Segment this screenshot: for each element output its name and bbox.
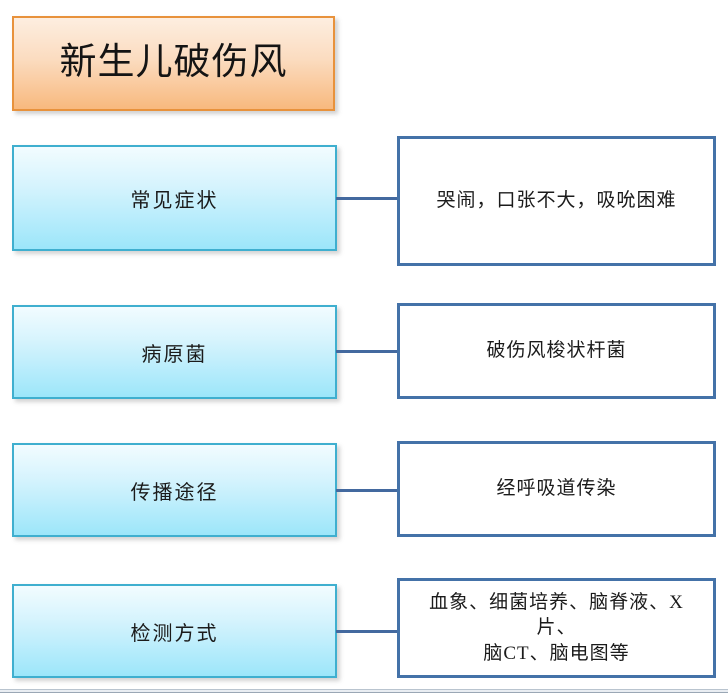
row-3-category-label: 传播途径	[130, 481, 219, 504]
row-4-detail-line-1: 血象、细菌培养、脑脊液、X片、	[429, 591, 684, 639]
row-3-category-box[interactable]: 传播途径	[12, 443, 337, 537]
row-4-category-box[interactable]: 检测方式	[12, 584, 337, 678]
row-2-connector	[336, 350, 398, 353]
row-1-category-box[interactable]: 常见症状	[12, 145, 337, 251]
row-1-connector	[336, 197, 398, 200]
page-bottom-rule	[0, 689, 728, 693]
row-4-detail-text: 血象、细菌培养、脑脊液、X片、 脑CT、脑电图等	[400, 590, 713, 667]
row-3-detail-text: 经呼吸道传染	[496, 478, 617, 500]
row-1-detail-box[interactable]: 哭闹，口张不大，吸吮困难	[397, 136, 716, 266]
row-1-category-label: 常见症状	[130, 189, 219, 212]
row-4-detail-box[interactable]: 血象、细菌培养、脑脊液、X片、 脑CT、脑电图等	[397, 578, 716, 678]
row-2-category-label: 病原菌	[141, 343, 208, 366]
row-4-detail-line-2: 脑CT、脑电图等	[483, 642, 630, 664]
row-4-category-label: 检测方式	[130, 622, 219, 645]
row-2-category-box[interactable]: 病原菌	[12, 305, 337, 399]
diagram-title-text: 新生儿破伤风	[59, 42, 288, 84]
row-2-detail-box[interactable]: 破伤风梭状杆菌	[397, 303, 716, 399]
diagram-title-box: 新生儿破伤风	[12, 16, 335, 111]
row-3-detail-box[interactable]: 经呼吸道传染	[397, 441, 716, 537]
row-1-detail-text: 哭闹，口张不大，吸吮困难	[436, 190, 677, 212]
row-3-connector	[336, 489, 398, 492]
row-2-detail-text: 破伤风梭状杆菌	[486, 340, 627, 362]
row-4-connector	[336, 630, 398, 633]
